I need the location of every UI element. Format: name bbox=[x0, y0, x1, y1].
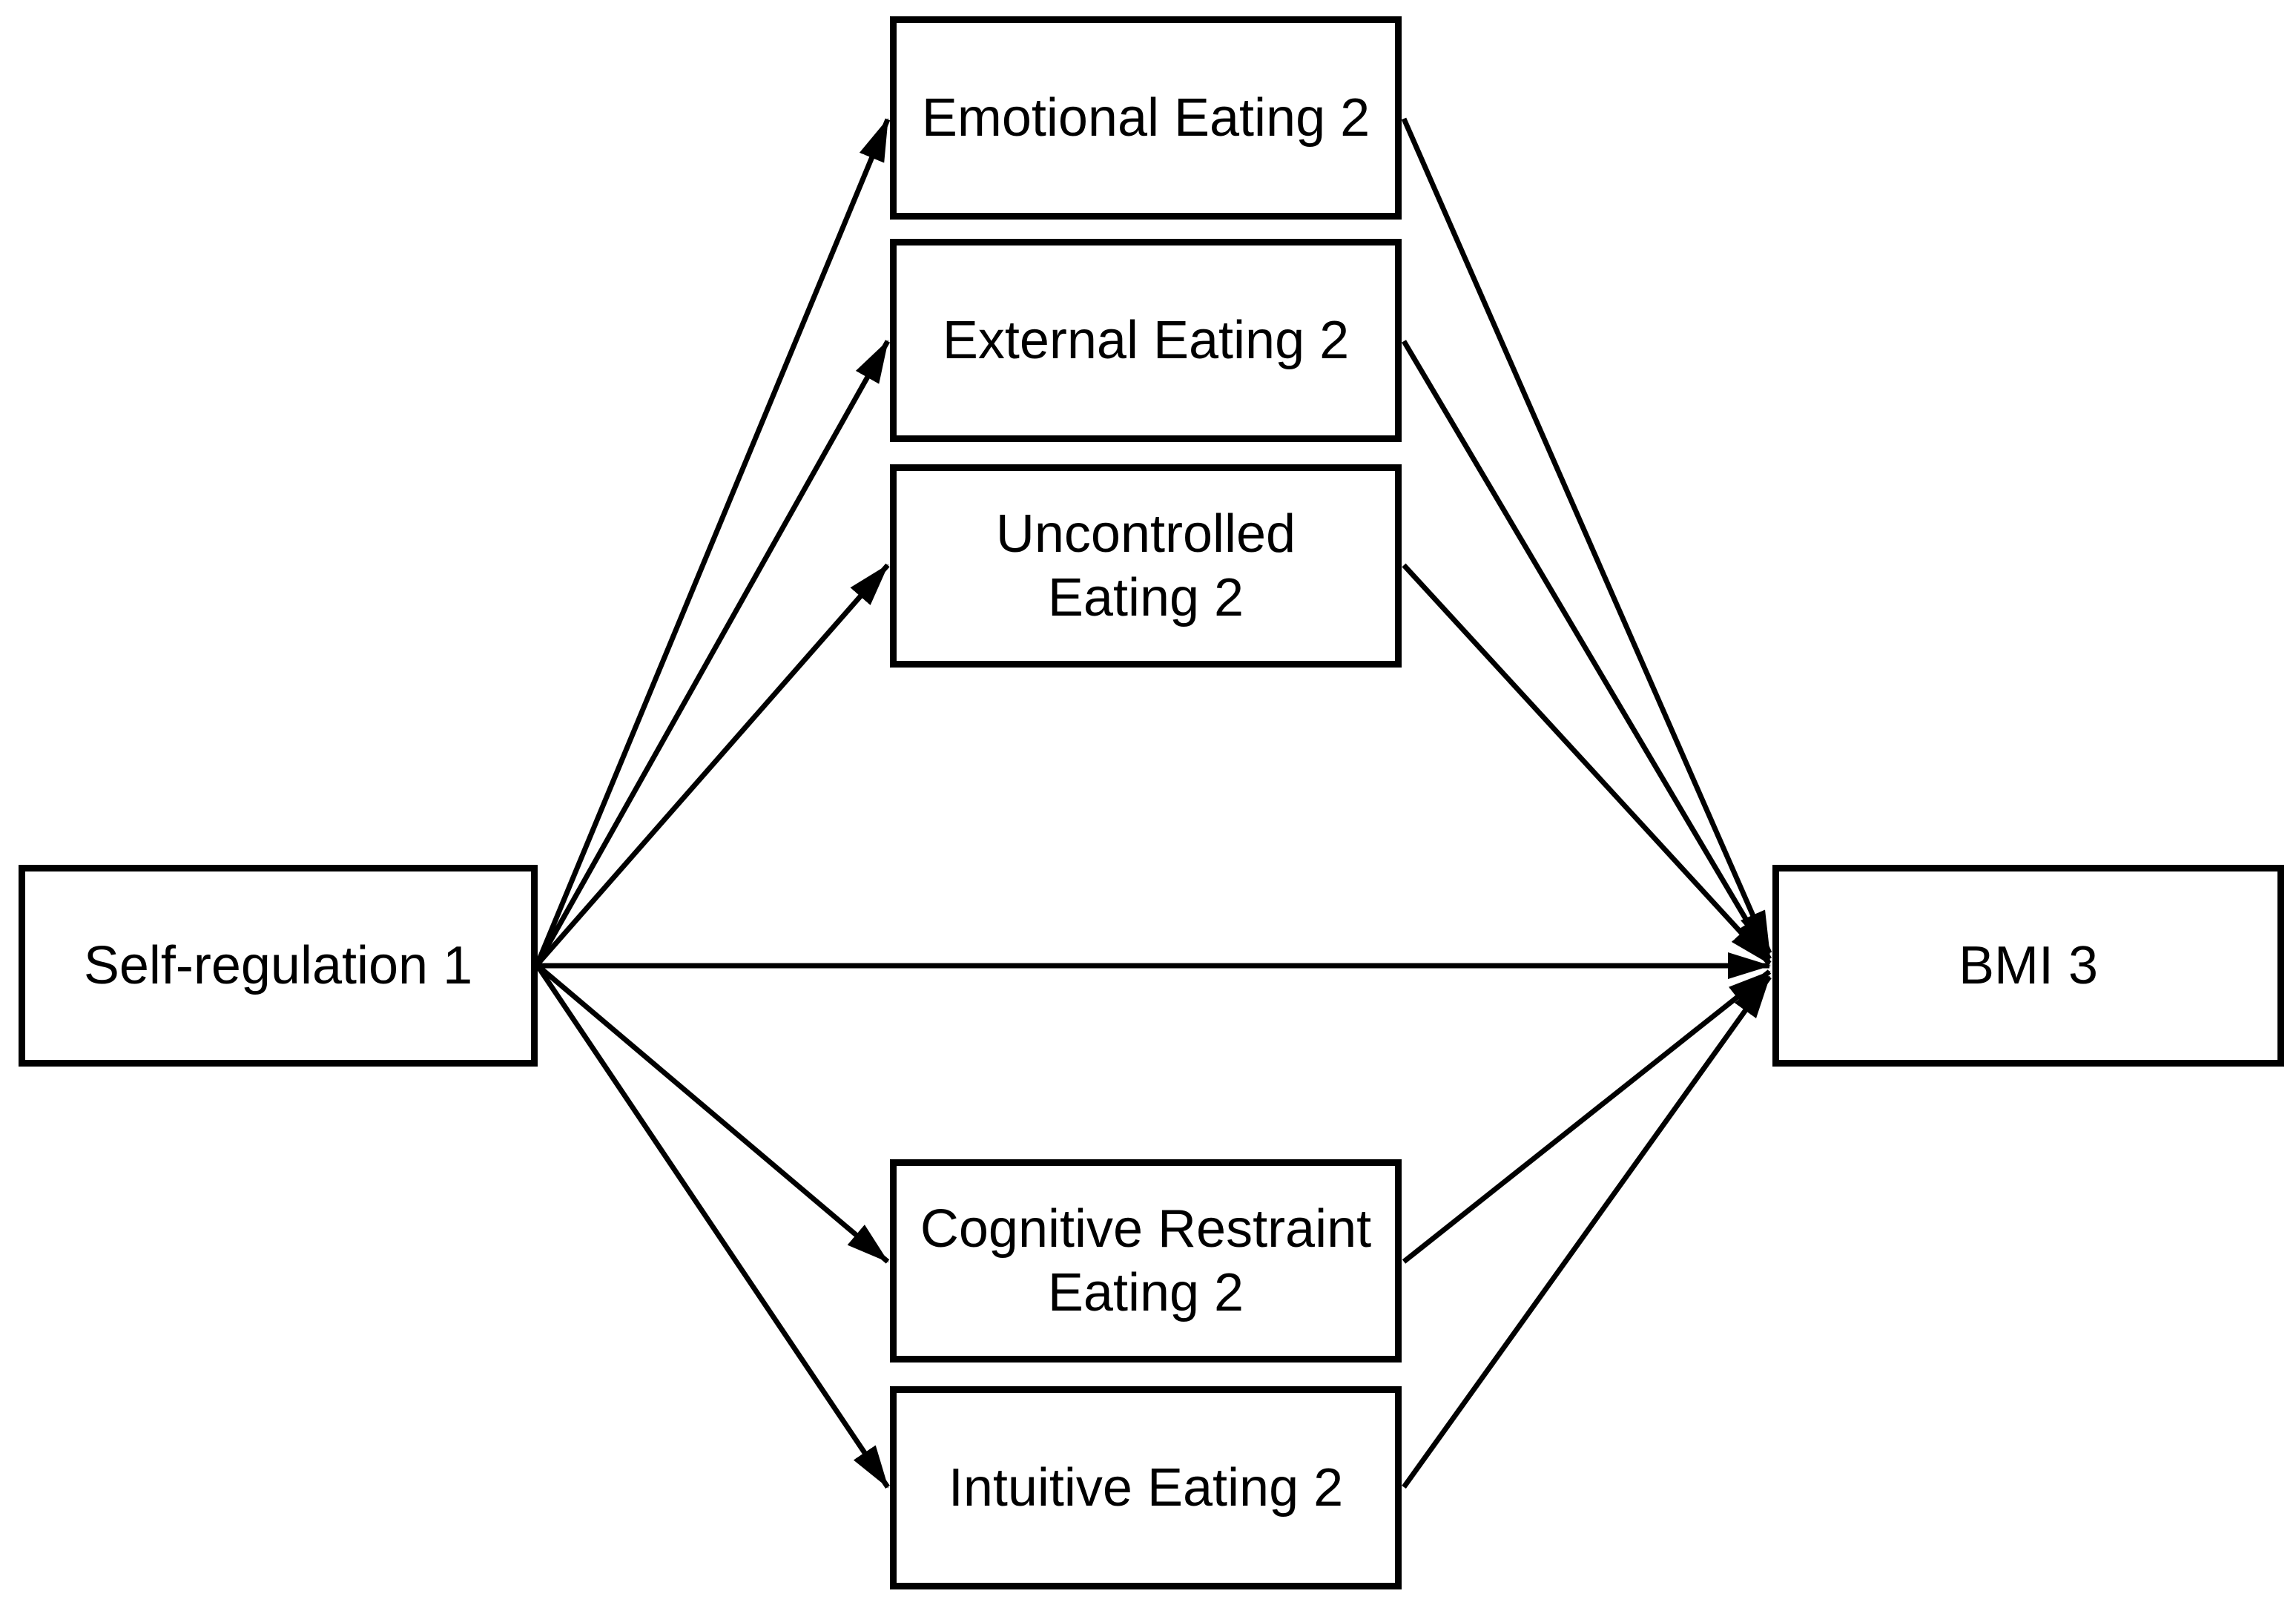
arrow-self-to-intuitive bbox=[535, 963, 890, 1489]
arrow-self-to-external bbox=[534, 340, 891, 966]
arrow-emotional-to-bmi bbox=[1401, 117, 1772, 955]
arrow-uncontrolled-to-bmi bbox=[1402, 563, 1772, 966]
node-uncontrolled-eating: Uncontrolled Eating 2 bbox=[890, 464, 1402, 668]
node-cognitive-restraint-eating: Cognitive Restraint Eating 2 bbox=[890, 1159, 1402, 1362]
arrow-intuitive-to-bmi bbox=[1402, 975, 1772, 1489]
node-intuitive-eating: Intuitive Eating 2 bbox=[890, 1386, 1402, 1589]
node-cognitive-restraint-eating-label-line1: Cognitive Restraint bbox=[920, 1199, 1372, 1259]
node-self-regulation-label: Self-regulation 1 bbox=[83, 935, 473, 995]
node-uncontrolled-eating-label-line2: Eating 2 bbox=[1047, 568, 1244, 627]
node-bmi-label: BMI 3 bbox=[1958, 935, 2099, 995]
node-intuitive-eating-label: Intuitive Eating 2 bbox=[948, 1457, 1344, 1518]
node-emotional-eating: Emotional Eating 2 bbox=[890, 16, 1402, 220]
node-self-regulation: Self-regulation 1 bbox=[19, 865, 538, 1067]
arrow-external-to-bmi bbox=[1401, 340, 1772, 960]
node-uncontrolled-eating-label-line1: Uncontrolled bbox=[995, 504, 1296, 564]
node-external-eating-label: External Eating 2 bbox=[942, 310, 1350, 370]
arrow-cognitive-to-bmi bbox=[1402, 969, 1772, 1264]
node-cognitive-restraint-eating-label-line2: Eating 2 bbox=[1047, 1263, 1244, 1322]
node-emotional-eating-label: Emotional Eating 2 bbox=[921, 88, 1370, 148]
node-bmi: BMI 3 bbox=[1772, 865, 2284, 1067]
arrow-self-to-emotional bbox=[534, 118, 891, 966]
node-external-eating: External Eating 2 bbox=[890, 239, 1402, 442]
arrow-self-to-cognitive bbox=[535, 963, 890, 1264]
arrow-self-to-uncontrolled bbox=[535, 563, 890, 967]
